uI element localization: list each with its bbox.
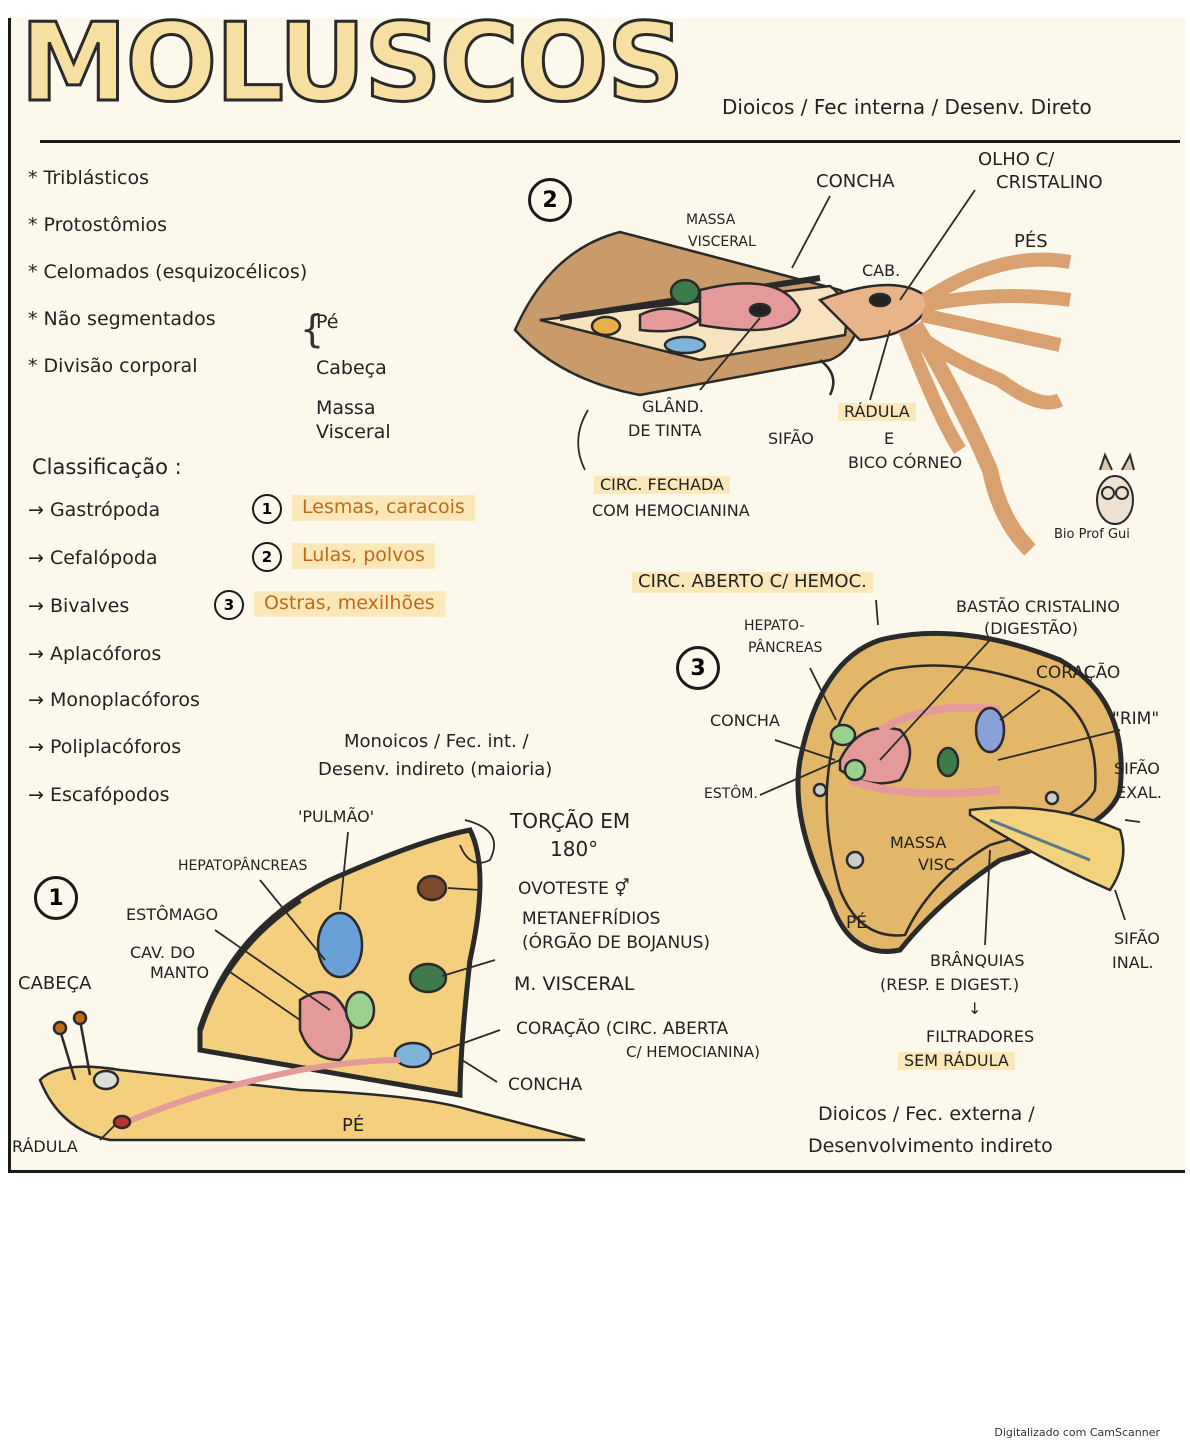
- squid-label-radula: BICO CÓRNEO: [848, 454, 962, 472]
- squid-label-concha: CONCHA: [816, 172, 895, 193]
- bivalve-label-bastao: BASTÃO CRISTALINO: [956, 598, 1120, 616]
- bivalve-label-sifao-exal: EXAL.: [1116, 784, 1162, 802]
- bivalve-label-pe: PÉ: [846, 914, 867, 934]
- snail-label-pulmao: 'PULMÃO': [298, 808, 374, 826]
- snail-label-pe: PÉ: [342, 1116, 364, 1137]
- squid-label-radula: E: [884, 430, 894, 448]
- snail-notes: Desenv. indireto (maioria): [318, 760, 552, 781]
- squid-label-circ: CIRC. FECHADA: [594, 476, 730, 494]
- diagram-number: 1: [34, 876, 78, 920]
- squid-label-massa: MASSA: [686, 212, 735, 228]
- snail-label-metanef: METANEFRÍDIOS: [522, 910, 660, 930]
- squid-label-cab: CAB.: [862, 262, 900, 280]
- snail-label-metanef: (ÓRGÃO DE BOJANUS): [522, 934, 710, 954]
- bivalve-label-sifao-inal: SIFÃO: [1114, 930, 1160, 948]
- snail-label-mvisceral: M. VISCERAL: [514, 974, 634, 996]
- bivalve-notes: Dioicos / Fec. externa /: [818, 1104, 1035, 1126]
- bivalve-label-concha: CONCHA: [710, 712, 780, 730]
- snail-label-torcao: 180°: [550, 838, 598, 861]
- squid-label-radula: RÁDULA: [838, 403, 916, 421]
- bivalve-label-hepato: HEPATO-: [744, 618, 804, 634]
- diagram-number: 2: [528, 178, 572, 222]
- footer-watermark: Digitalizado com CamScanner: [994, 1426, 1160, 1439]
- bivalve-notes: Desenvolvimento indireto: [808, 1136, 1053, 1158]
- snail-label-cav: CAV. DO: [130, 944, 195, 962]
- bivalve-label-bastao: (DIGESTÃO): [984, 620, 1078, 638]
- bivalve-label-hepato: PÂNCREAS: [748, 640, 822, 656]
- bivalve-label-branquias: BRÂNQUIAS: [930, 952, 1024, 970]
- snail-label-radula: RÁDULA: [12, 1138, 78, 1156]
- squid-label-pes: PÉS: [1014, 232, 1048, 253]
- squid-label-olho: OLHO C/: [978, 150, 1054, 171]
- bivalve-label-estom: ESTÔM.: [704, 786, 758, 802]
- bivalve-label-filtradores: SEM RÁDULA: [898, 1052, 1015, 1070]
- snail-label-ovoteste: OVOTESTE ⚥: [518, 880, 630, 900]
- signature: Bio Prof Gui: [1054, 528, 1130, 543]
- diagram-number: 3: [676, 646, 720, 690]
- bivalve-label-rim: "RIM": [1112, 710, 1159, 730]
- squid-label-glandula: DE TINTA: [628, 422, 701, 440]
- snail-notes: Monoicos / Fec. int. /: [344, 732, 529, 753]
- snail-label-cav: MANTO: [150, 964, 209, 982]
- snail-label-hepato: HEPATOPÂNCREAS: [178, 858, 307, 874]
- bivalve-label-massa: MASSA: [890, 834, 946, 852]
- squid-label-olho: CRISTALINO: [996, 173, 1103, 194]
- signature-critter: [1097, 455, 1134, 524]
- snail-label-coracao: C/ HEMOCIANINA): [626, 1044, 760, 1061]
- bivalve-label-branquias: (RESP. E DIGEST.): [880, 976, 1019, 994]
- snail-label-torcao: TORÇÃO EM: [510, 810, 630, 833]
- snail-label-estomago: ESTÔMAGO: [126, 906, 218, 924]
- snail-label-coracao: CORAÇÃO (CIRC. ABERTA: [516, 1020, 728, 1040]
- snail-label-cabeca: CABEÇA: [18, 974, 92, 995]
- snail-label-concha: CONCHA: [508, 1076, 582, 1096]
- bivalve-label-coracao: CORAÇÃO: [1036, 664, 1120, 684]
- bivalve-label-arrow: ↓: [968, 1000, 981, 1018]
- squid-label-sifao: SIFÃO: [768, 430, 814, 448]
- bivalve-label-sifao-inal: INAL.: [1112, 954, 1154, 972]
- bivalve-circ: CIRC. ABERTO C/ HEMOC.: [632, 572, 873, 593]
- squid-label-glandula: GLÂND.: [642, 398, 704, 416]
- squid-label-massa: VISCERAL: [688, 234, 756, 250]
- squid-label-circ: COM HEMOCIANINA: [592, 502, 750, 520]
- bivalve-label-sifao-exal: SIFÃO: [1114, 760, 1160, 778]
- bivalve-label-massa: VISC.: [918, 856, 960, 874]
- snail-illustration: [40, 830, 585, 1140]
- bivalve-label-filtradores: FILTRADORES: [926, 1028, 1034, 1046]
